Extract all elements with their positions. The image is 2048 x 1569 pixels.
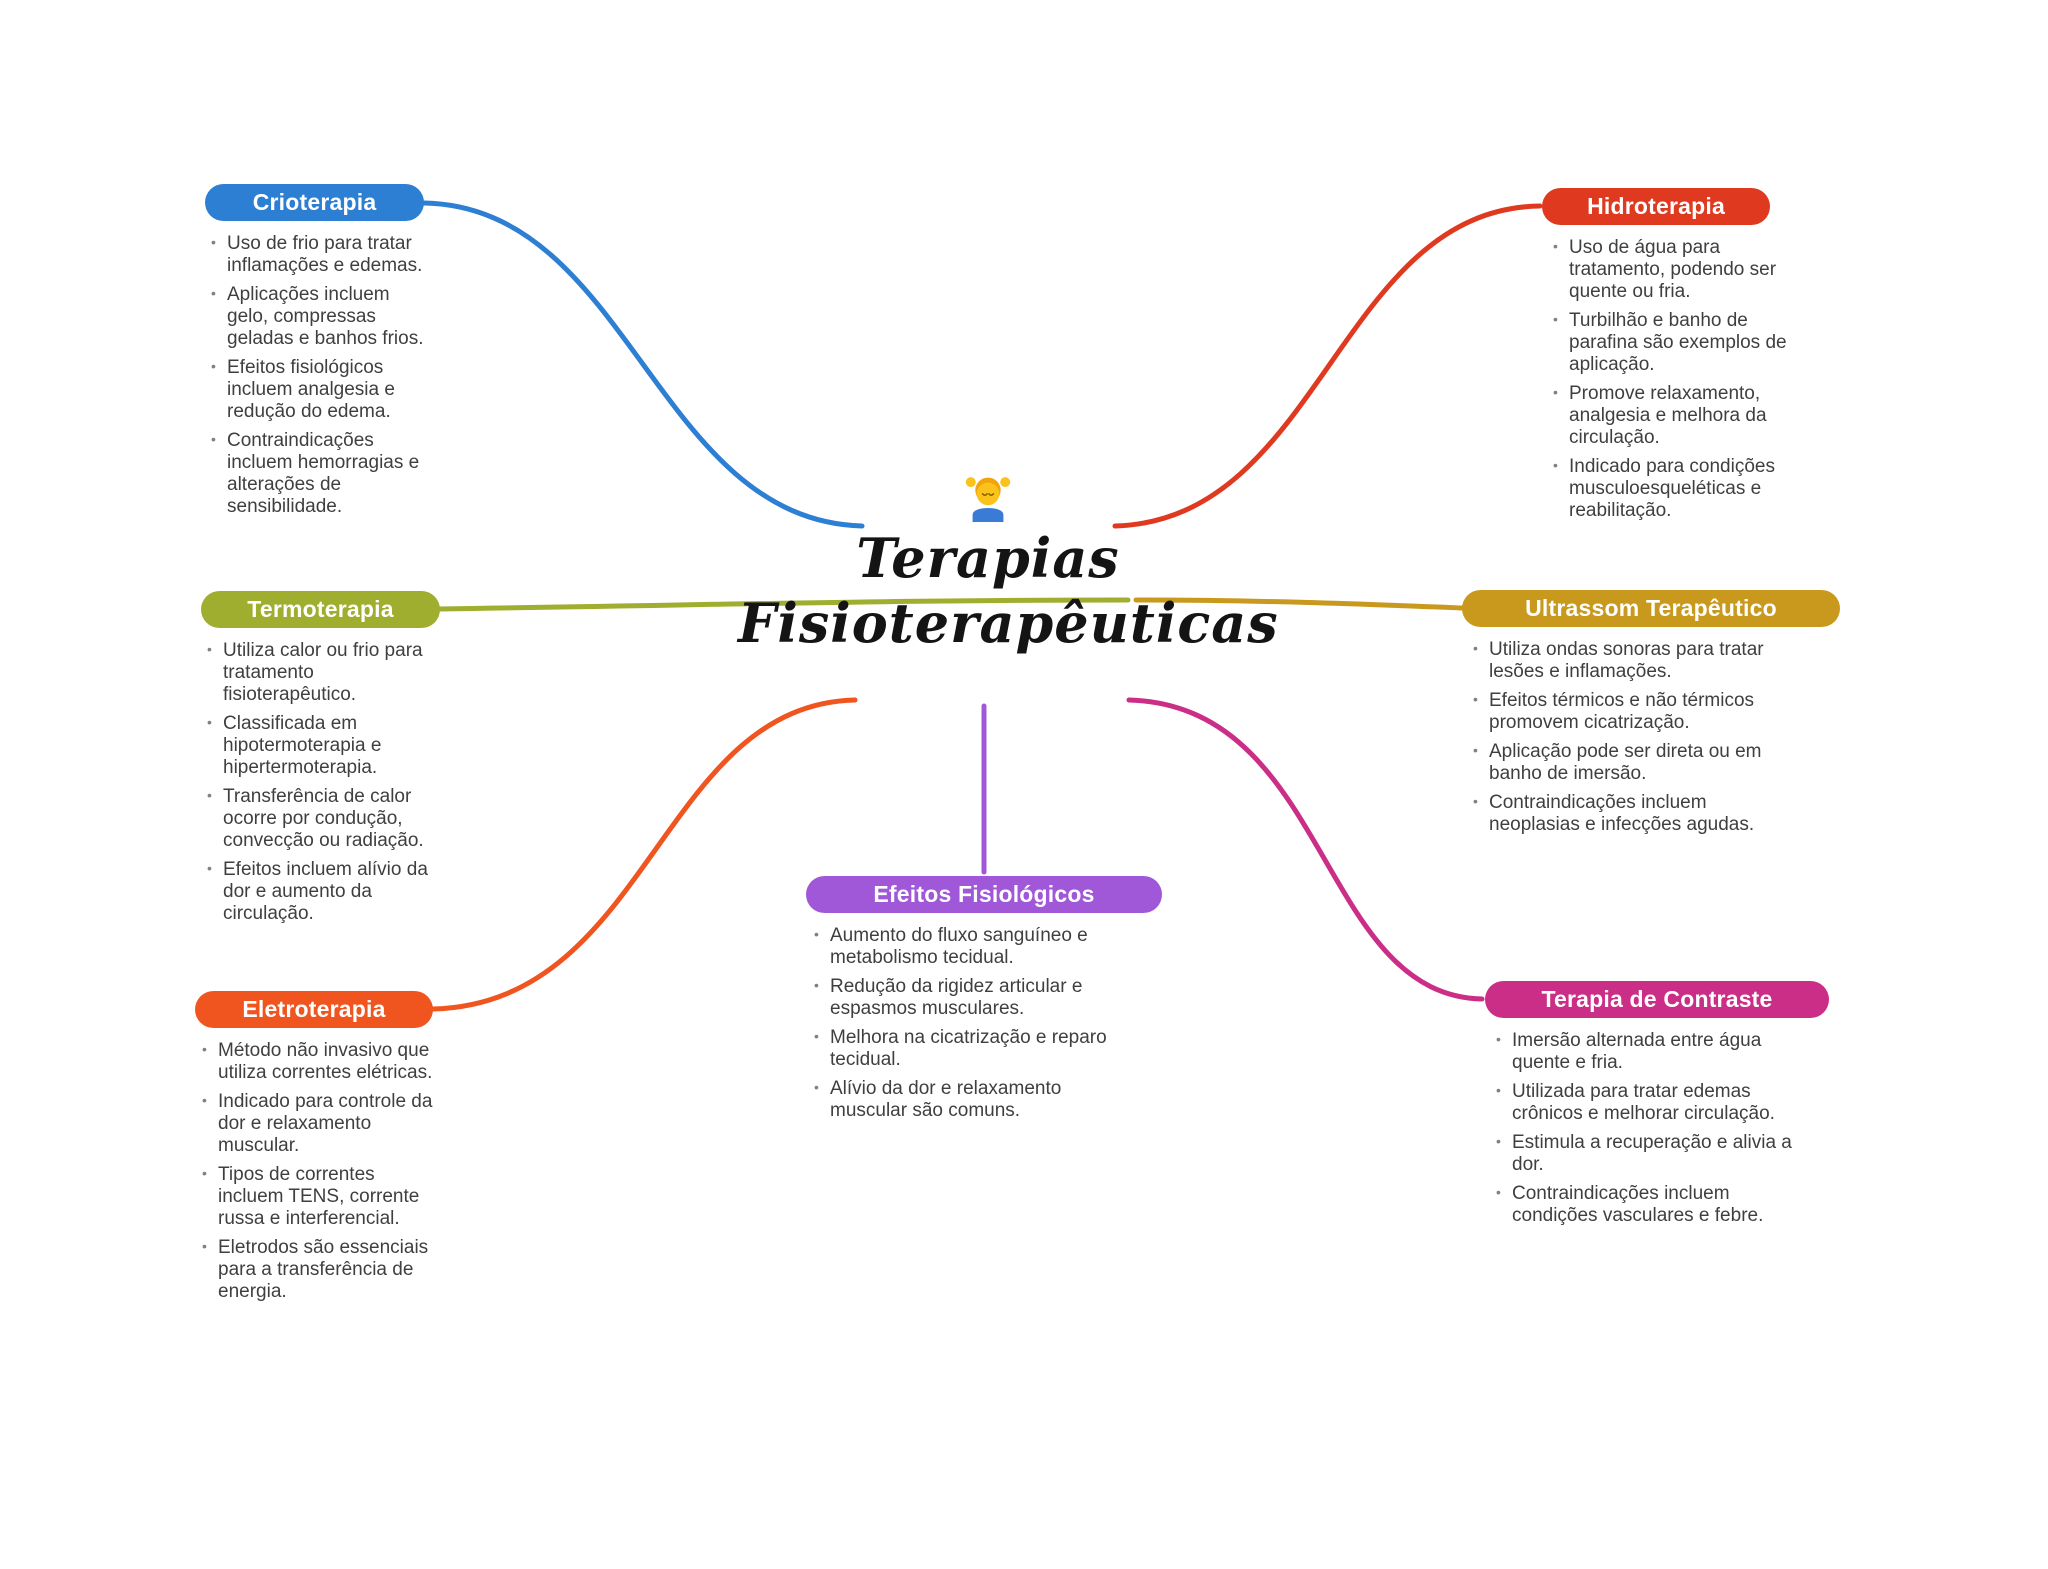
node-efeitos-fisiologicos: Efeitos Fisiológicos (806, 876, 1162, 913)
branch-hidroterapia: Hidroterapia Uso de água para tratamento… (1542, 188, 1807, 522)
list-item: Indicado para controle da dor e relaxame… (201, 1091, 436, 1157)
list-item: Contraindicações incluem neoplasias e in… (1472, 792, 1792, 836)
list-item: Indicado para condições musculoesqueléti… (1552, 456, 1807, 522)
list-item: Utiliza calor ou frio para tratamento fi… (206, 640, 434, 706)
list-item: Uso de frio para tratar inflamações e ed… (210, 233, 425, 277)
branch-efeitos-fisiologicos: Efeitos Fisiológicos Aumento do fluxo sa… (806, 876, 1162, 1122)
node-crioterapia: Crioterapia (205, 184, 424, 221)
connector-terapia-de-contraste (1126, 697, 1485, 1002)
node-hidroterapia: Hidroterapia (1542, 188, 1770, 225)
list-item: Transferência de calor ocorre por conduç… (206, 786, 434, 852)
branch-items-terapia-de-contraste: Imersão alternada entre água quente e fr… (1495, 1030, 1810, 1227)
node-eletroterapia: Eletroterapia (195, 991, 433, 1028)
list-item: Promove relaxamento, analgesia e melhora… (1552, 383, 1807, 449)
central-title-line1: Terapias (856, 526, 1120, 590)
list-item: Estimula a recuperação e alivia a dor. (1495, 1132, 1810, 1176)
list-item: Classificada em hipotermoterapia e hiper… (206, 713, 434, 779)
list-item: Alívio da dor e relaxamento muscular são… (813, 1078, 1138, 1122)
branch-termoterapia: Termoterapia Utiliza calor ou frio para … (201, 591, 440, 925)
branch-terapia-de-contraste: Terapia de Contraste Imersão alternada e… (1485, 981, 1829, 1227)
list-item: Aumento do fluxo sanguíneo e metabolismo… (813, 925, 1138, 969)
person-getting-massage-icon (965, 477, 1011, 522)
list-item: Contraindicações incluem condições vascu… (1495, 1183, 1810, 1227)
list-item: Aplicações incluem gelo, compressas gela… (210, 284, 425, 350)
connector-crioterapia (421, 200, 865, 529)
connector-eletroterapia (430, 697, 858, 1012)
branch-eletroterapia: Eletroterapia Método não invasivo que ut… (195, 991, 436, 1303)
connector-termoterapia (437, 597, 1131, 612)
node-ultrassom-terapeutico: Ultrassom Terapêutico (1462, 590, 1840, 627)
list-item: Efeitos fisiológicos incluem analgesia e… (210, 357, 425, 423)
list-item: Redução da rigidez articular e espasmos … (813, 976, 1138, 1020)
list-item: Método não invasivo que utiliza corrente… (201, 1040, 436, 1084)
list-item: Utiliza ondas sonoras para tratar lesões… (1472, 639, 1792, 683)
connector-hidroterapia (1112, 203, 1543, 529)
list-item: Utilizada para tratar edemas crônicos e … (1495, 1081, 1810, 1125)
branch-items-eletroterapia: Método não invasivo que utiliza corrente… (201, 1040, 436, 1303)
list-item: Contraindicações incluem hemorragias e a… (210, 430, 425, 518)
branch-ultrassom-terapeutico: Ultrassom Terapêutico Utiliza ondas sono… (1462, 590, 1840, 836)
branch-items-hidroterapia: Uso de água para tratamento, podendo ser… (1552, 237, 1807, 522)
connector-ultrassom (1133, 597, 1465, 611)
list-item: Melhora na cicatrização e reparo tecidua… (813, 1027, 1138, 1071)
list-item: Efeitos incluem alívio da dor e aumento … (206, 859, 434, 925)
branch-items-efeitos-fisiologicos: Aumento do fluxo sanguíneo e metabolismo… (813, 925, 1138, 1122)
node-termoterapia: Termoterapia (201, 591, 440, 628)
list-item: Turbilhão e banho de parafina são exempl… (1552, 310, 1807, 376)
branch-items-ultrassom-terapeutico: Utiliza ondas sonoras para tratar lesões… (1472, 639, 1792, 836)
node-terapia-de-contraste: Terapia de Contraste (1485, 981, 1829, 1018)
branch-items-crioterapia: Uso de frio para tratar inflamações e ed… (210, 233, 425, 518)
list-item: Efeitos térmicos e não térmicos promovem… (1472, 690, 1792, 734)
list-item: Uso de água para tratamento, podendo ser… (1552, 237, 1807, 303)
list-item: Aplicação pode ser direta ou em banho de… (1472, 741, 1792, 785)
list-item: Tipos de correntes incluem TENS, corrent… (201, 1164, 436, 1230)
list-item: Eletrodos são essenciais para a transfer… (201, 1237, 436, 1303)
branch-crioterapia: Crioterapia Uso de frio para tratar infl… (205, 184, 425, 518)
list-item: Imersão alternada entre água quente e fr… (1495, 1030, 1810, 1074)
branch-items-termoterapia: Utiliza calor ou frio para tratamento fi… (206, 640, 434, 925)
central-topic: Terapias Fisioterapêuticas (738, 464, 1279, 656)
central-title-line2: Fisioterapêuticas (738, 590, 1279, 655)
